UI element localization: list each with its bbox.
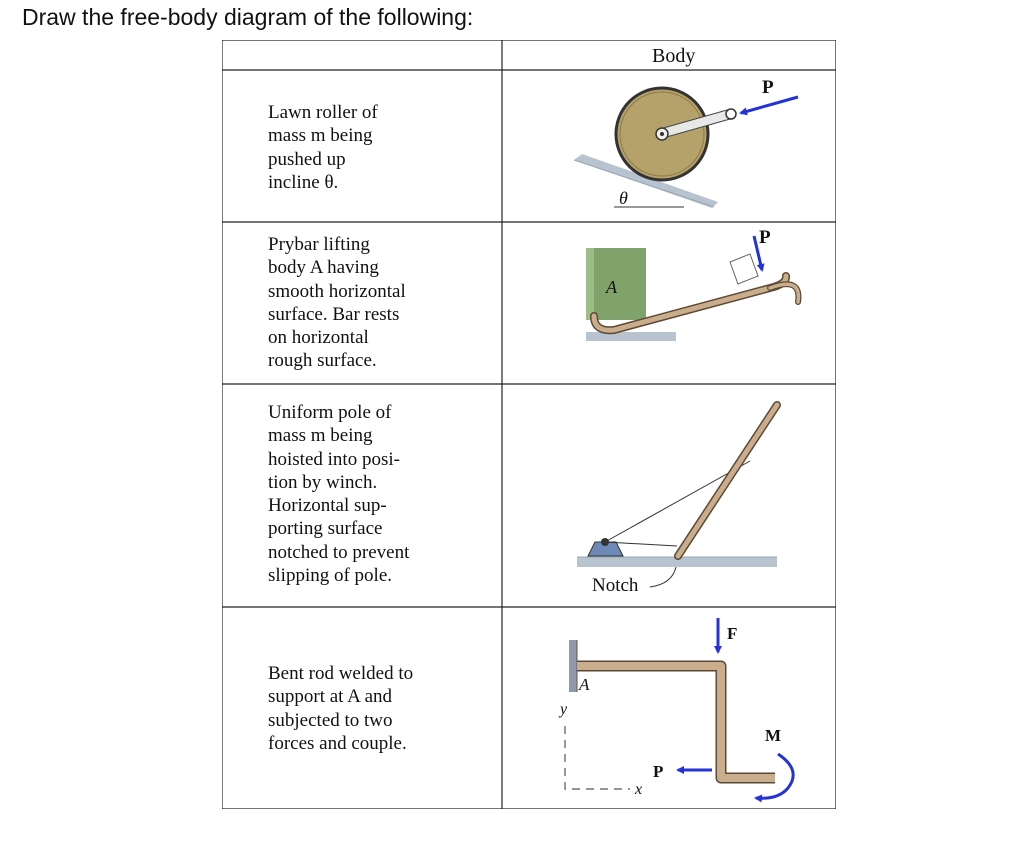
roller-axle-center bbox=[660, 132, 664, 136]
row3-line: Horizontal sup- bbox=[268, 495, 387, 517]
winch-base bbox=[587, 541, 624, 557]
ground-surface bbox=[577, 557, 777, 567]
force-p-label: P bbox=[759, 227, 771, 248]
ground-surface bbox=[586, 332, 676, 341]
body-a-highlight bbox=[586, 248, 594, 320]
row4-line: support at A and bbox=[268, 686, 393, 708]
row4-description: Bent rod welded to support at A and subj… bbox=[268, 662, 413, 755]
force-p-arrow bbox=[739, 95, 799, 116]
body-a-block bbox=[586, 248, 646, 320]
force-f-label: F bbox=[727, 624, 737, 643]
row3-line: hoisted into posi- bbox=[268, 448, 400, 470]
row2-line: body A having bbox=[268, 257, 379, 279]
figures: P θ A P Notch bbox=[558, 77, 802, 803]
incline-edge bbox=[573, 159, 715, 208]
couple-m-label: M bbox=[765, 726, 781, 745]
bent-rod-figure: A F P M y x bbox=[558, 618, 795, 803]
pole-body bbox=[675, 402, 780, 559]
row1-line: pushed up bbox=[268, 148, 346, 170]
prybar-figure: A P bbox=[586, 227, 802, 341]
row4-line: Bent rod welded to bbox=[268, 663, 414, 684]
row3-description: Uniform pole of mass m being hoisted int… bbox=[268, 401, 409, 587]
force-p-arrow bbox=[752, 235, 765, 272]
row4-line: subjected to two bbox=[268, 709, 393, 731]
row3-line: Uniform pole of bbox=[268, 402, 392, 423]
row2-line: rough surface. bbox=[268, 350, 377, 372]
column-header-body: Body bbox=[652, 45, 696, 67]
row4-line: forces and couple. bbox=[268, 732, 407, 754]
row3-line: porting surface bbox=[268, 518, 383, 540]
force-p-label: P bbox=[653, 762, 663, 781]
rod-body bbox=[577, 662, 775, 782]
row3-line: mass m being bbox=[268, 425, 373, 447]
notch-leader-line bbox=[649, 566, 677, 588]
couple-m-arrow bbox=[754, 752, 795, 803]
prybar-hook bbox=[768, 282, 801, 304]
force-p-label: P bbox=[762, 77, 774, 98]
wall-support bbox=[569, 640, 577, 692]
winch-cable bbox=[604, 460, 751, 543]
row1-description: Lawn roller of mass m being pushed up in… bbox=[268, 101, 378, 194]
row3-line: tion by winch. bbox=[268, 471, 378, 493]
row2-line: surface. Bar rests bbox=[268, 303, 400, 325]
row2-line: Prybar lifting bbox=[268, 234, 370, 255]
pole-figure: Notch bbox=[577, 401, 781, 596]
support-a-label: A bbox=[578, 675, 590, 694]
axis-x-label: x bbox=[634, 781, 642, 798]
right-angle-marker bbox=[729, 253, 759, 285]
coordinate-axes bbox=[564, 726, 630, 790]
incline-surface bbox=[574, 154, 718, 208]
prybar-body bbox=[591, 273, 789, 333]
prompt-text: Draw the free-body diagram of the follow… bbox=[22, 4, 474, 30]
rod-outline bbox=[577, 660, 775, 784]
row2-line: on horizontal bbox=[268, 327, 369, 349]
winch-cable-lower bbox=[604, 541, 678, 547]
notch-label: Notch bbox=[592, 575, 639, 596]
row3-line: notched to prevent bbox=[268, 541, 410, 563]
angle-label: θ bbox=[619, 188, 628, 208]
body-a-label: A bbox=[605, 277, 618, 297]
row1-line: Lawn roller of bbox=[268, 102, 378, 123]
row2-description: Prybar lifting body A having smooth hori… bbox=[268, 233, 406, 373]
row1-line: incline θ. bbox=[268, 171, 339, 193]
handle-end bbox=[725, 108, 737, 120]
axis-y-label: y bbox=[558, 701, 568, 718]
fbd-table: Body Lawn roller of mass m being pushed … bbox=[222, 40, 836, 809]
row1-line: mass m being bbox=[268, 125, 373, 147]
table-grid bbox=[222, 40, 836, 809]
row2-line: smooth horizontal bbox=[268, 280, 406, 302]
row3-line: slipping of pole. bbox=[268, 565, 393, 587]
roller-rim bbox=[619, 91, 705, 177]
lawn-roller-figure: P θ bbox=[573, 77, 799, 208]
